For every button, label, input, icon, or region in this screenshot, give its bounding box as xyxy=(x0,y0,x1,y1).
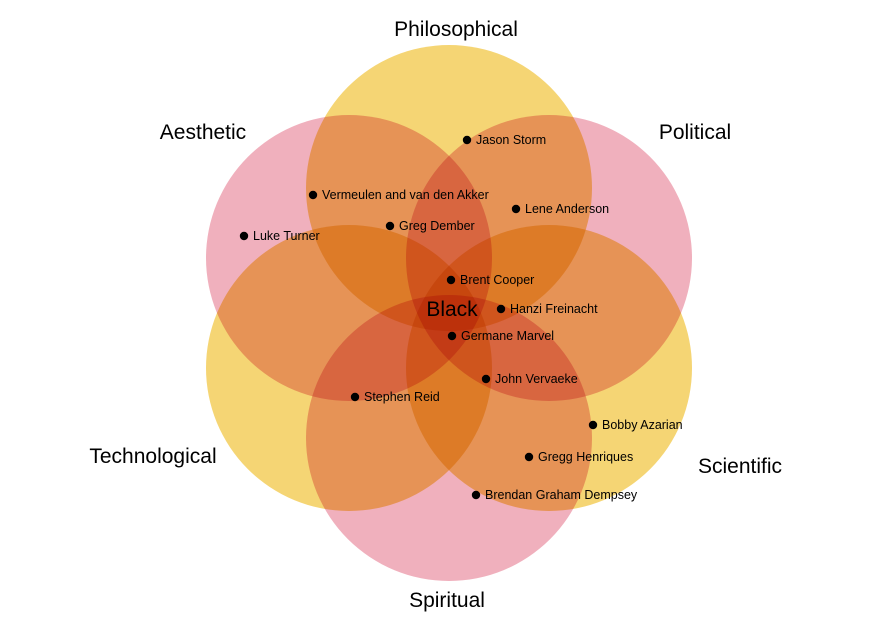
person-bobby-azarian: Bobby Azarian xyxy=(588,418,683,432)
category-label-political: Political xyxy=(659,121,731,144)
category-label-scientific: Scientific xyxy=(698,455,782,478)
category-labels-layer: PhilosophicalPoliticalScientificSpiritua… xyxy=(89,18,782,612)
category-label-philosophical: Philosophical xyxy=(394,18,518,41)
person-name: Jason Storm xyxy=(476,133,546,147)
person-name: John Vervaeke xyxy=(495,372,578,386)
person-luke-turner: Luke Turner xyxy=(239,229,320,243)
person-name: Brent Cooper xyxy=(460,273,534,287)
category-label-spiritual: Spiritual xyxy=(409,589,485,612)
person-dot xyxy=(471,490,481,500)
person-brent-cooper: Brent Cooper xyxy=(446,273,534,287)
person-name: Brendan Graham Dempsey xyxy=(485,488,638,502)
person-name: Vermeulen and van den Akker xyxy=(322,188,489,202)
person-name: Gregg Henriques xyxy=(538,450,633,464)
person-name: Greg Dember xyxy=(399,219,475,233)
circle-aesthetic xyxy=(206,115,492,401)
person-dot xyxy=(350,392,360,402)
person-stephen-reid: Stephen Reid xyxy=(350,390,440,404)
person-germane-marvel: Germane Marvel xyxy=(447,329,554,343)
person-name: Bobby Azarian xyxy=(602,418,683,432)
person-hanzi-freinacht: Hanzi Freinacht xyxy=(496,302,598,316)
person-greg-dember: Greg Dember xyxy=(385,219,475,233)
person-dot xyxy=(588,420,598,430)
person-dot xyxy=(462,135,472,145)
person-dot xyxy=(239,231,249,241)
person-dot xyxy=(481,374,491,384)
person-name: Germane Marvel xyxy=(461,329,554,343)
person-name: Luke Turner xyxy=(253,229,320,243)
center-label: Black xyxy=(426,298,478,321)
person-dot xyxy=(496,304,506,314)
person-lene-anderson: Lene Anderson xyxy=(511,202,609,216)
person-dot xyxy=(511,204,521,214)
category-label-aesthetic: Aesthetic xyxy=(160,121,246,144)
person-jason-storm: Jason Storm xyxy=(462,133,546,147)
person-name: Stephen Reid xyxy=(364,390,440,404)
person-dot xyxy=(524,452,534,462)
person-dot xyxy=(308,190,318,200)
person-dot xyxy=(447,331,457,341)
category-label-technological: Technological xyxy=(89,445,216,468)
person-brendan-graham-dempsey: Brendan Graham Dempsey xyxy=(471,488,638,502)
person-name: Lene Anderson xyxy=(525,202,609,216)
person-name: Hanzi Freinacht xyxy=(510,302,598,316)
person-dot xyxy=(446,275,456,285)
person-gregg-henriques: Gregg Henriques xyxy=(524,450,633,464)
person-dot xyxy=(385,221,395,231)
circles-layer xyxy=(206,45,692,581)
person-john-vervaeke: John Vervaeke xyxy=(481,372,578,386)
person-vermeulen-van-den-akker: Vermeulen and van den Akker xyxy=(308,188,489,202)
